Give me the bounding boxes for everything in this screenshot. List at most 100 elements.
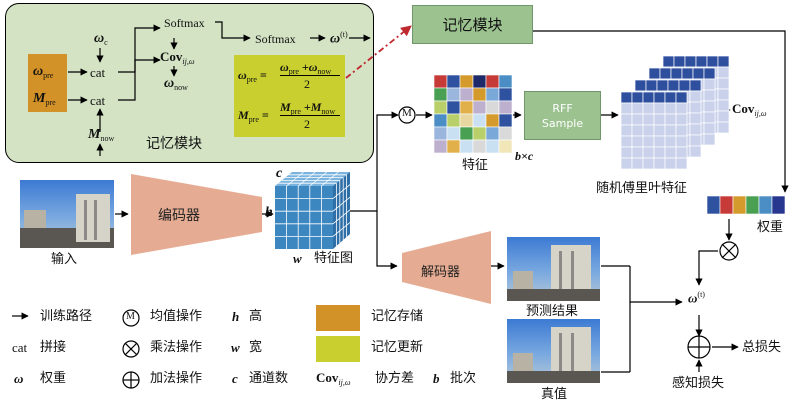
rff-tile-cell xyxy=(664,124,677,137)
prediction-image xyxy=(507,237,600,301)
feature-cell xyxy=(459,74,474,89)
feature-cell xyxy=(498,87,513,102)
rff-tile-cell xyxy=(653,124,666,137)
mean-op-letter: M xyxy=(402,107,412,119)
legend-weight: 权重 xyxy=(40,371,67,386)
feature-cell xyxy=(433,126,448,141)
rff-tile-cell xyxy=(634,79,647,92)
legend-channels: 通道数 xyxy=(249,371,289,386)
feature-cell xyxy=(485,100,500,115)
feature-cell xyxy=(446,87,461,102)
legend-batch: 批次 xyxy=(450,371,477,386)
feature-cell xyxy=(498,113,513,128)
cov-symbol: Covij,ω xyxy=(160,49,195,66)
rff-tile-cell xyxy=(703,67,716,80)
rff-tile-cell xyxy=(620,135,633,148)
m-pre-symbol: Mpre xyxy=(33,91,56,107)
rff-tile-cell xyxy=(620,102,633,115)
memory-panel-title: 记忆模块 xyxy=(146,137,202,152)
rff-tile-cell xyxy=(631,124,644,137)
feature-cell xyxy=(472,74,487,89)
rff-tile-cell xyxy=(620,113,633,126)
feature-cell xyxy=(485,74,500,89)
feature-cell xyxy=(433,139,448,154)
rff-tile-cell xyxy=(642,124,655,137)
rff-tile-cell xyxy=(667,79,680,92)
rff-tile-cell xyxy=(689,79,702,92)
rff-tile-cell xyxy=(695,55,708,68)
rff-tile-cell xyxy=(689,112,702,125)
feature-cell xyxy=(498,126,513,141)
legend-memory-update-swatch xyxy=(316,336,360,362)
rff-tile-cell xyxy=(689,123,702,136)
channel-symbol: c xyxy=(276,166,283,181)
rff-tile-cell xyxy=(684,55,697,68)
rff-tile-cell xyxy=(689,134,702,147)
feature-cell xyxy=(446,74,461,89)
feature-cell xyxy=(472,126,487,141)
rff-tile-cell xyxy=(653,146,666,159)
feature-cell xyxy=(446,126,461,141)
legend-mean-glyph: M xyxy=(126,311,135,322)
decoder-label: 解码器 xyxy=(421,265,461,280)
feature-cell xyxy=(433,113,448,128)
rff-tile-cell xyxy=(620,157,633,170)
rff-tile-cell xyxy=(653,157,666,170)
softmax-label-1: Softmax xyxy=(164,16,205,30)
rff-tile-cell xyxy=(675,135,688,148)
legend-concat: 拼接 xyxy=(40,340,67,355)
legend-mean-op: 均值操作 xyxy=(150,309,203,324)
omega-pre-symbol: ωpre xyxy=(33,64,54,80)
random-fourier-label: 随机傅里叶特征 xyxy=(596,181,688,196)
rff-tile-cell xyxy=(675,146,688,159)
rff-tile-cell xyxy=(642,146,655,159)
legend-covariance: 协方差 xyxy=(375,371,415,386)
rff-tile-cell xyxy=(642,91,655,104)
rff-tile-cell xyxy=(681,67,694,80)
feature-map-cube xyxy=(275,171,351,249)
feature-cell xyxy=(485,139,500,154)
feature-cell xyxy=(459,87,474,102)
prediction-label: 预测结果 xyxy=(526,304,579,319)
feature-cell xyxy=(459,126,474,141)
cov-result-label: Covij,ω xyxy=(732,101,767,118)
feature-cell xyxy=(459,100,474,115)
legend-height-symbol: h xyxy=(232,309,240,324)
rff-tile-cell xyxy=(662,55,675,68)
feature-map-label: 特征图 xyxy=(314,251,354,266)
rff-tile-cell xyxy=(664,146,677,159)
memory-update-formulas: ωpre = ωpre +ωnow 2 Mpre = Mpre +Mnow 2 xyxy=(238,60,343,136)
rff-tile-cell xyxy=(689,90,702,103)
feature-cell xyxy=(498,100,513,115)
rff-tile-cell xyxy=(631,135,644,148)
rff-tile-cell xyxy=(670,67,683,80)
legend-cat-symbol: cat xyxy=(12,340,28,355)
rff-tile-cell xyxy=(648,67,661,80)
rff-tile-cell xyxy=(642,135,655,148)
feature-cell xyxy=(498,139,513,154)
perceptual-loss-label: 感知损失 xyxy=(672,376,725,391)
rff-tile-cell xyxy=(653,102,666,115)
legend-channel-symbol: c xyxy=(232,371,238,386)
legend-memory-store-swatch xyxy=(316,305,360,331)
memory-update-block xyxy=(234,55,345,137)
rff-tile-cell xyxy=(620,146,633,159)
rff-tile-cell xyxy=(653,113,666,126)
rff-tile-cell xyxy=(664,102,677,115)
decoder-shape xyxy=(402,231,491,304)
feature-cell xyxy=(472,113,487,128)
rff-tile-cell xyxy=(653,91,666,104)
concat-bottom: cat xyxy=(90,93,106,108)
rff-tile-cell xyxy=(689,101,702,114)
rff-tile-cell xyxy=(717,110,730,123)
legend-memory-store: 记忆存储 xyxy=(371,309,424,324)
legend-training-path: 训练路径 xyxy=(40,309,93,324)
rff-tile-cell xyxy=(631,146,644,159)
rff-tile-cell xyxy=(645,79,658,92)
softmax-label-2: Softmax xyxy=(255,32,296,46)
rff-tile-cell xyxy=(620,124,633,137)
omega-t-symbol: ω(t) xyxy=(330,30,348,47)
feature-matrix xyxy=(433,74,513,154)
omega-c-symbol: ωc xyxy=(94,31,108,47)
